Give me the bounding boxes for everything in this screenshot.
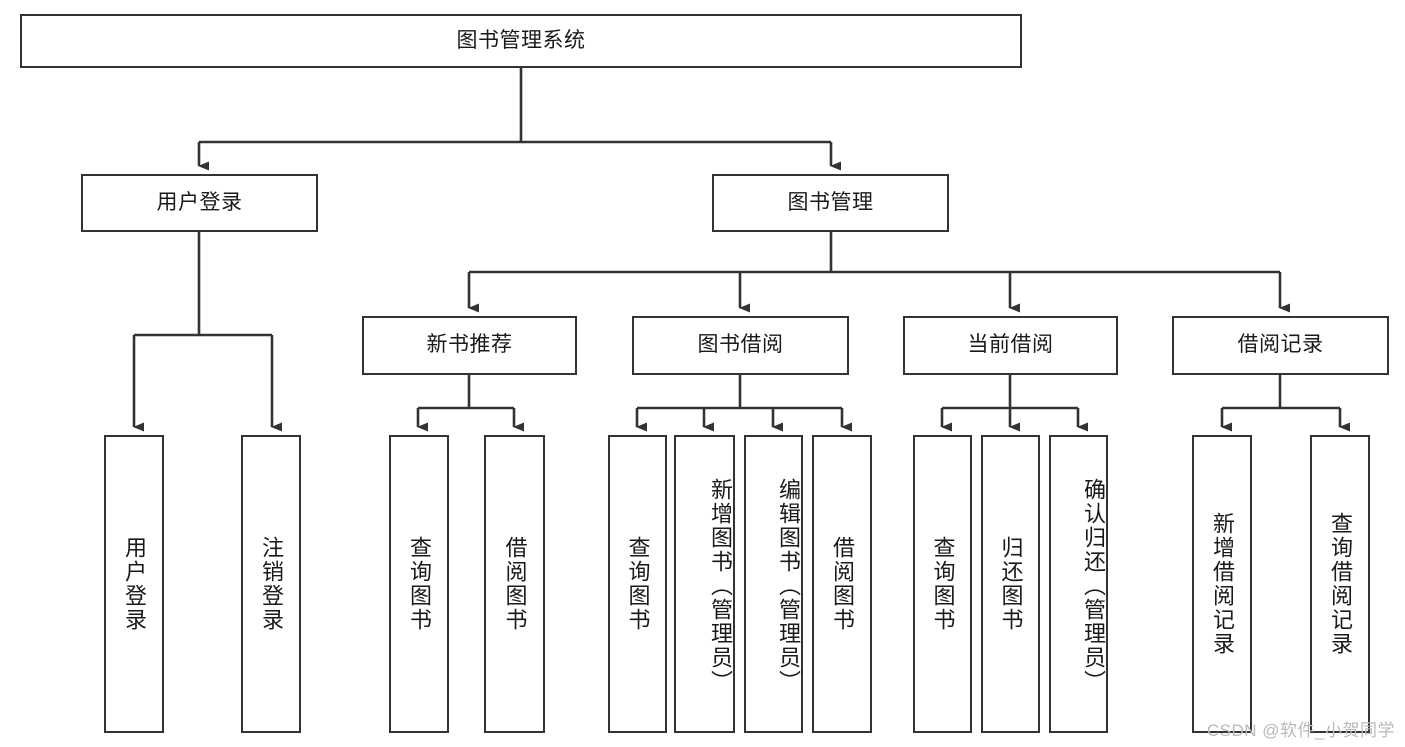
leaf-user-login-login[interactable]: 用户登录 [104,435,164,733]
leaf-book-borrow-borrow-book[interactable]: 借阅图书 [812,435,872,733]
leaf-label: 用户登录 [121,536,147,632]
leaf-label: 查询图书 [406,536,432,632]
node-book-borrow[interactable]: 图书借阅 [632,316,849,375]
node-book-management-label: 图书管理 [787,190,874,214]
node-current-borrow-label: 当前借阅 [967,333,1054,357]
leaf-label: 新增图书（管理员） [708,478,733,694]
node-new-book-recommend[interactable]: 新书推荐 [362,316,577,375]
node-user-login[interactable]: 用户登录 [81,174,318,232]
node-borrow-record[interactable]: 借阅记录 [1172,316,1389,375]
leaf-current-borrow-confirm-return-admin[interactable]: 确认归还（管理员） [1049,435,1108,733]
leaf-label: 查询图书 [930,536,956,632]
leaf-current-borrow-return-book[interactable]: 归还图书 [981,435,1040,733]
csdn-watermark: CSDN @软件_小贺同学 [1206,721,1395,740]
leaf-book-borrow-query-book[interactable]: 查询图书 [608,435,667,733]
node-user-login-label: 用户登录 [156,190,243,214]
leaf-label: 借阅图书 [502,536,528,632]
leaf-borrow-record-query-record[interactable]: 查询借阅记录 [1310,435,1370,733]
leaf-book-borrow-add-book-admin[interactable]: 新增图书（管理员） [674,435,735,733]
leaf-label: 确认归还（管理员） [1081,478,1106,694]
leaf-new-book-borrow-book[interactable]: 借阅图书 [484,435,545,733]
node-book-borrow-label: 图书借阅 [697,333,784,357]
leaf-label: 借阅图书 [829,536,855,632]
node-current-borrow[interactable]: 当前借阅 [903,316,1118,375]
node-book-management[interactable]: 图书管理 [712,174,949,232]
leaf-label: 查询图书 [625,536,651,632]
leaf-label: 新增借阅记录 [1209,512,1235,656]
leaf-borrow-record-add-record[interactable]: 新增借阅记录 [1192,435,1252,733]
leaf-user-login-logout[interactable]: 注销登录 [241,435,301,733]
leaf-label: 归还图书 [998,536,1024,632]
node-new-book-recommend-label: 新书推荐 [426,333,513,357]
node-root-label: 图书管理系统 [456,28,586,52]
leaf-book-borrow-edit-book-admin[interactable]: 编辑图书（管理员） [744,435,803,733]
leaf-new-book-query-book[interactable]: 查询图书 [389,435,449,733]
node-borrow-record-label: 借阅记录 [1237,333,1324,357]
leaf-label: 查询借阅记录 [1327,512,1353,656]
node-root-book-management-system[interactable]: 图书管理系统 [20,14,1022,68]
leaf-current-borrow-query-book[interactable]: 查询图书 [913,435,972,733]
leaf-label: 注销登录 [258,536,284,632]
leaf-label: 编辑图书（管理员） [776,478,801,694]
